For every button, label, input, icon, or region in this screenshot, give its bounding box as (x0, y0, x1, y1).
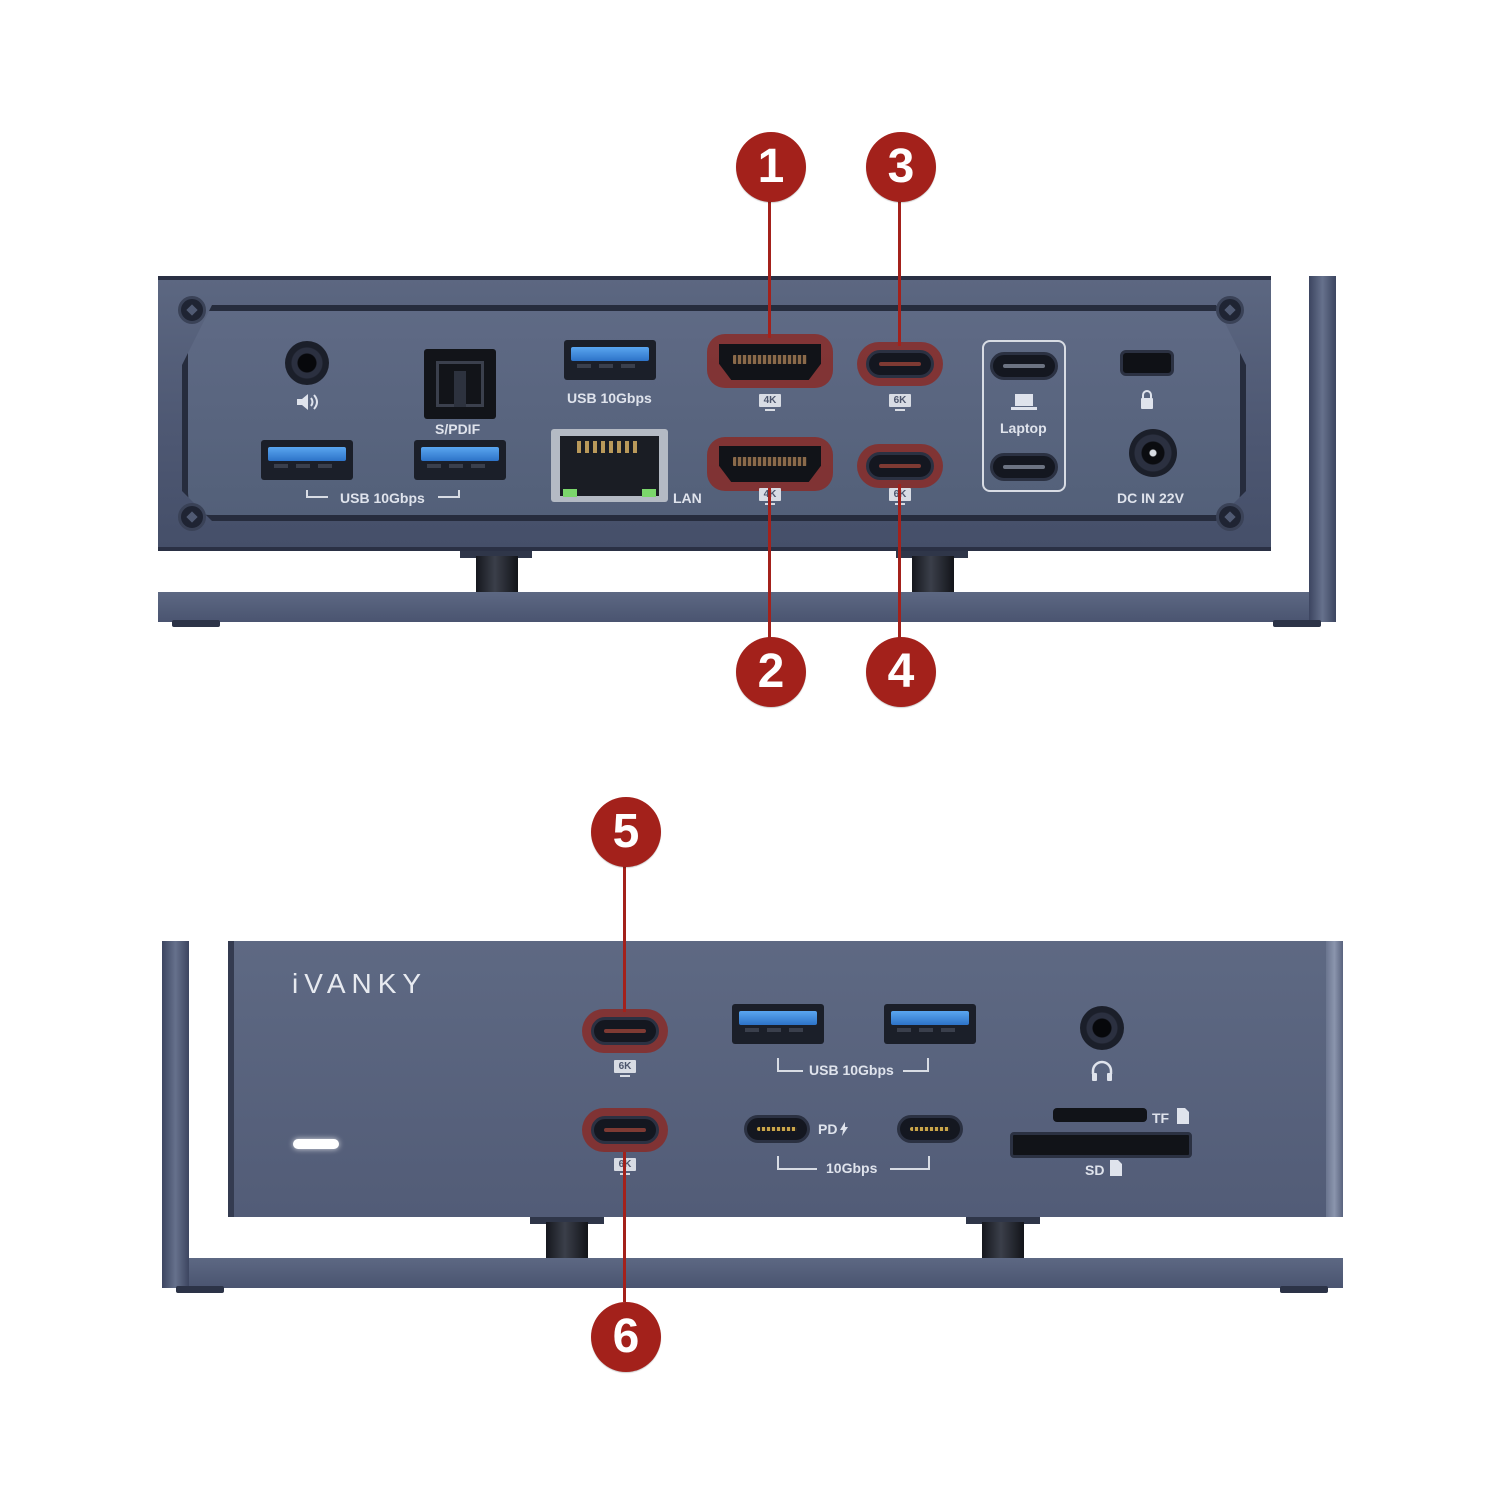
usbc-port-6[interactable] (591, 1116, 659, 1144)
usb-bottom-label: USB 10Gbps (340, 490, 425, 506)
screw-icon (178, 296, 206, 324)
sd-label: SD (1085, 1162, 1105, 1178)
callout-4-leader (898, 484, 901, 640)
front-usbc-bracket-left (777, 1156, 817, 1170)
lock-icon (1141, 390, 1153, 409)
front-usbc-bracket-right (890, 1156, 930, 1170)
front-usbc-pd[interactable] (744, 1115, 810, 1143)
dc-in-jack[interactable] (1129, 429, 1177, 477)
sd-card-slot[interactable] (1010, 1132, 1192, 1158)
usbc-port-4[interactable] (866, 452, 934, 480)
rear-stand-upright (1309, 276, 1336, 622)
rear-foot-left (172, 620, 220, 627)
rear-view: S/PDIF USB 10Gbps USB 10Gbps LAN 4K 4K 6… (0, 0, 1500, 720)
callout-3-leader (898, 200, 901, 346)
front-stand-base (162, 1258, 1343, 1288)
callout-3: 3 (866, 132, 936, 202)
tf-label: TF (1152, 1110, 1170, 1126)
screw-icon (1216, 503, 1244, 531)
rear-usb-a-bottom-1[interactable] (261, 440, 353, 480)
rear-stand-base (158, 592, 1336, 622)
callout-6-leader (623, 1152, 626, 1302)
tf-card-slot[interactable] (1053, 1108, 1147, 1122)
front-spacer-cap-left (530, 1214, 604, 1224)
hdmi-1-res-badge: 4K (759, 394, 781, 411)
front-usb-a-1[interactable] (732, 1004, 824, 1044)
front-usb-bracket-left (777, 1058, 803, 1072)
front-spacer-cap-right (966, 1214, 1040, 1224)
laptop-usbc-upstream-1[interactable] (990, 352, 1058, 380)
front-dock-edge (1326, 941, 1343, 1217)
rear-spacer-left (476, 556, 518, 592)
callout-1-leader (768, 200, 771, 338)
callout-5: 5 (591, 797, 661, 867)
rear-spacer-cap-right (896, 548, 968, 558)
speaker-icon (297, 394, 318, 410)
rear-usb-a-top[interactable] (564, 340, 656, 380)
spdif-optical-core (454, 371, 466, 407)
rear-spacer-right (912, 556, 954, 592)
usbc-port-5[interactable] (591, 1017, 659, 1045)
laptop-usbc-upstream-2[interactable] (990, 453, 1058, 481)
spdif-port[interactable] (424, 349, 496, 419)
power-led (293, 1139, 339, 1149)
rear-spacer-cap-left (460, 548, 532, 558)
screw-icon (1216, 296, 1244, 324)
pd-label: PD (818, 1121, 838, 1137)
screw-icon (178, 503, 206, 531)
rear-usb-a-bottom-2[interactable] (414, 440, 506, 480)
front-view: iVANKY 6K 6K USB 10Gbps PD 10Gbps TF SD (0, 780, 1500, 1420)
usbc-3-res-badge: 6K (889, 394, 911, 411)
callout-1: 1 (736, 132, 806, 202)
bolt-icon (840, 1122, 848, 1136)
usb-bottom-bracket-left (306, 490, 328, 498)
front-usbc-data[interactable] (897, 1115, 963, 1143)
card-icon (1110, 1160, 1122, 1176)
front-usb-label: USB 10Gbps (809, 1062, 894, 1078)
usb-bottom-bracket-right (438, 490, 460, 498)
callout-4: 4 (866, 637, 936, 707)
front-spacer-right (982, 1222, 1024, 1258)
usbc-port-3[interactable] (866, 350, 934, 378)
laptop-port-group (982, 340, 1066, 492)
usbc-speed-label: 10Gbps (826, 1160, 878, 1176)
kensington-lock-slot[interactable] (1120, 350, 1174, 376)
spdif-label: S/PDIF (435, 421, 481, 437)
card-icon (1177, 1108, 1189, 1124)
callout-2: 2 (736, 637, 806, 707)
front-foot-left (176, 1286, 224, 1293)
laptop-label: Laptop (1000, 420, 1047, 436)
headphones-icon (1091, 1060, 1113, 1081)
hdmi-port-1[interactable] (719, 344, 821, 380)
headphone-jack[interactable] (1080, 1006, 1124, 1050)
usb-top-label: USB 10Gbps (567, 390, 652, 406)
rear-foot-right (1273, 620, 1321, 627)
audio-out-jack[interactable] (285, 341, 329, 385)
lan-port[interactable] (551, 429, 668, 502)
callout-5-leader (623, 862, 626, 1012)
lan-label: LAN (673, 490, 702, 506)
front-foot-right (1280, 1286, 1328, 1293)
callout-2-leader (768, 488, 771, 640)
front-usb-bracket-right (903, 1058, 929, 1072)
laptop-icon (1011, 394, 1037, 410)
lan-contacts (577, 441, 641, 453)
front-stand-upright (162, 941, 189, 1288)
front-spacer-left (546, 1222, 588, 1258)
dc-label: DC IN 22V (1117, 490, 1184, 506)
front-usb-a-2[interactable] (884, 1004, 976, 1044)
lan-led-right (642, 489, 656, 497)
usbc-5-res-badge: 6K (614, 1060, 636, 1077)
callout-6: 6 (591, 1302, 661, 1372)
brand-logo: iVANKY (292, 968, 428, 999)
front-dock-body (228, 941, 1343, 1217)
lan-led-left (563, 489, 577, 497)
hdmi-port-2[interactable] (719, 446, 821, 482)
